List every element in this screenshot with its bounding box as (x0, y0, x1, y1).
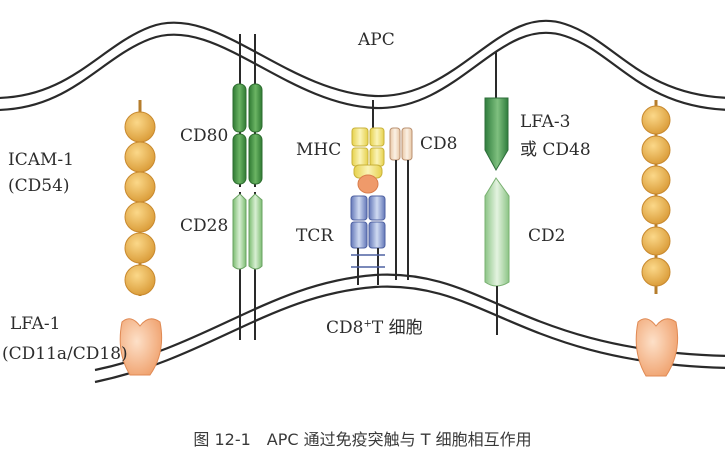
cd28-molecule (232, 192, 263, 340)
mhc-molecule (351, 100, 385, 179)
label-cd28: CD28 (180, 216, 229, 236)
figure-caption: 图 12-1 APC 通过免疫突触与 T 细胞相互作用 (193, 430, 532, 449)
icam1-chain-left (124, 100, 156, 296)
label-tcr: TCR (296, 226, 334, 246)
label-apc: APC (358, 30, 395, 50)
icam1-chain-right (641, 100, 671, 294)
t-cell-membrane (94, 273, 725, 372)
lfa1-cup-left (119, 318, 163, 376)
label-lfa3: LFA-3 (520, 112, 571, 132)
lfa3-molecule (484, 52, 509, 172)
label-cd54: (CD54) (8, 176, 70, 196)
label-cd11a-cd18: (CD11a/CD18) (2, 344, 128, 364)
lfa1-cup-right (635, 318, 679, 377)
label-lfa1: LFA-1 (10, 314, 61, 334)
label-mhc: MHC (296, 140, 342, 160)
cd8-molecule (389, 127, 413, 280)
peptide (357, 174, 379, 194)
cd80-molecule (232, 34, 263, 187)
label-t-cell: CD8+T 细胞 (326, 318, 423, 338)
label-icam1: ICAM-1 (8, 150, 74, 170)
apc-membrane (0, 19, 725, 99)
label-cd80: CD80 (180, 126, 229, 146)
label-or-cd48: 或 CD48 (520, 140, 591, 160)
cd2-molecule (484, 177, 510, 335)
label-cd8: CD8 (420, 134, 458, 154)
tcr-molecule (350, 195, 386, 285)
label-cd2: CD2 (528, 226, 566, 246)
